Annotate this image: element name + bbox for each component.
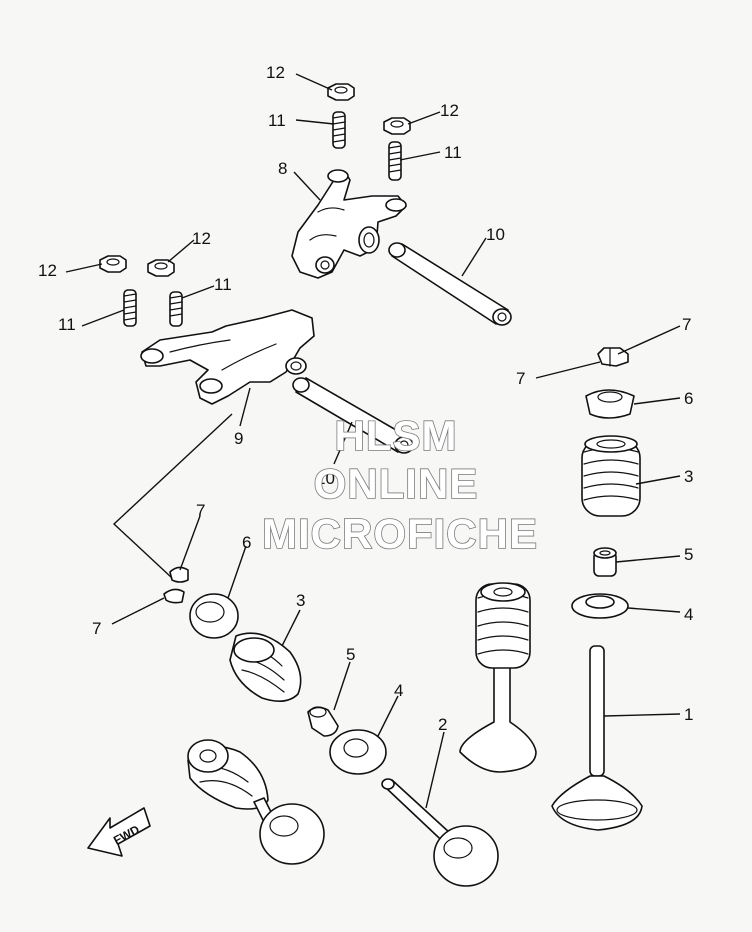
adjuster-screw-11-left-b	[169, 291, 183, 327]
watermark-line-2: ONLINE	[314, 460, 479, 507]
callout-10-a: 10	[486, 225, 505, 244]
spring-seat-4-right	[571, 593, 629, 619]
callout-3-b: 3	[296, 591, 305, 610]
fwd-arrow-icon: FWD	[87, 807, 151, 857]
valve-spring-3-right	[581, 435, 641, 517]
adjuster-screw-11-left-a	[123, 289, 137, 327]
callout-12-a: 12	[266, 63, 285, 82]
callout-11-a: 11	[268, 111, 286, 130]
stem-seal-5-right	[593, 547, 617, 577]
locknut-12-left-a	[99, 255, 127, 273]
callout-12-d: 12	[38, 261, 57, 280]
callout-5-a: 5	[684, 545, 693, 564]
watermark: HLSM ONLINE MICROFICHE	[261, 411, 538, 558]
spring-retainer-6-left	[189, 593, 239, 639]
callout-4-b: 4	[394, 681, 403, 700]
callout-11-b: 11	[444, 143, 462, 162]
callout-7-b: 7	[516, 369, 525, 388]
callout-7-c: 7	[196, 501, 205, 520]
callout-10-b: 10	[316, 469, 335, 488]
callout-5-b: 5	[346, 645, 355, 664]
callout-12-c: 12	[192, 229, 211, 248]
callout-12-b: 12	[440, 101, 459, 120]
valve-cotter-7-right	[597, 347, 629, 367]
adjuster-screw-11-upper-left	[332, 111, 346, 149]
callout-8: 8	[278, 159, 287, 178]
locknut-12-upper-left	[327, 83, 355, 101]
callout-11-d: 11	[58, 315, 76, 334]
stem-seal-5-left	[307, 706, 339, 737]
callout-6-b: 6	[242, 533, 251, 552]
leader-lines	[65, 73, 681, 809]
callout-9: 9	[234, 429, 243, 448]
valve-1	[551, 645, 643, 831]
callout-4-a: 4	[684, 605, 693, 624]
callout-numbers: 12 11 12 11 8 10 12 12 11 11 7 7 6 9 3 1…	[38, 63, 693, 734]
callout-7-a: 7	[682, 315, 691, 334]
valve-2	[381, 778, 499, 887]
valve-spring-3-left	[229, 632, 302, 702]
rocker-arm-8	[291, 169, 407, 279]
callout-11-c: 11	[214, 275, 232, 294]
callout-3-a: 3	[684, 467, 693, 486]
valve-cotter-7-left-b	[163, 588, 185, 604]
callout-2: 2	[438, 715, 447, 734]
callout-7-d: 7	[92, 619, 101, 638]
rocker-shaft-10-upper	[388, 242, 512, 326]
locknut-12-left-b	[147, 259, 175, 277]
spring-seat-4-left	[329, 729, 387, 775]
callout-6-a: 6	[684, 389, 693, 408]
rocker-arm-9	[140, 309, 315, 405]
adjuster-screw-11-upper-right	[388, 141, 402, 181]
valve-assembly-right	[459, 582, 537, 773]
callout-1: 1	[684, 705, 693, 724]
watermark-line-3: MICROFICHE	[262, 510, 538, 557]
valve-cotter-7-left-a	[169, 566, 189, 583]
watermark-line-1: HLSM	[335, 412, 458, 459]
locknut-12-upper-right	[383, 117, 411, 135]
spring-retainer-6-right	[585, 389, 635, 419]
valve-assembly-left	[187, 739, 325, 865]
rocker-shaft-10-lower	[292, 377, 414, 454]
